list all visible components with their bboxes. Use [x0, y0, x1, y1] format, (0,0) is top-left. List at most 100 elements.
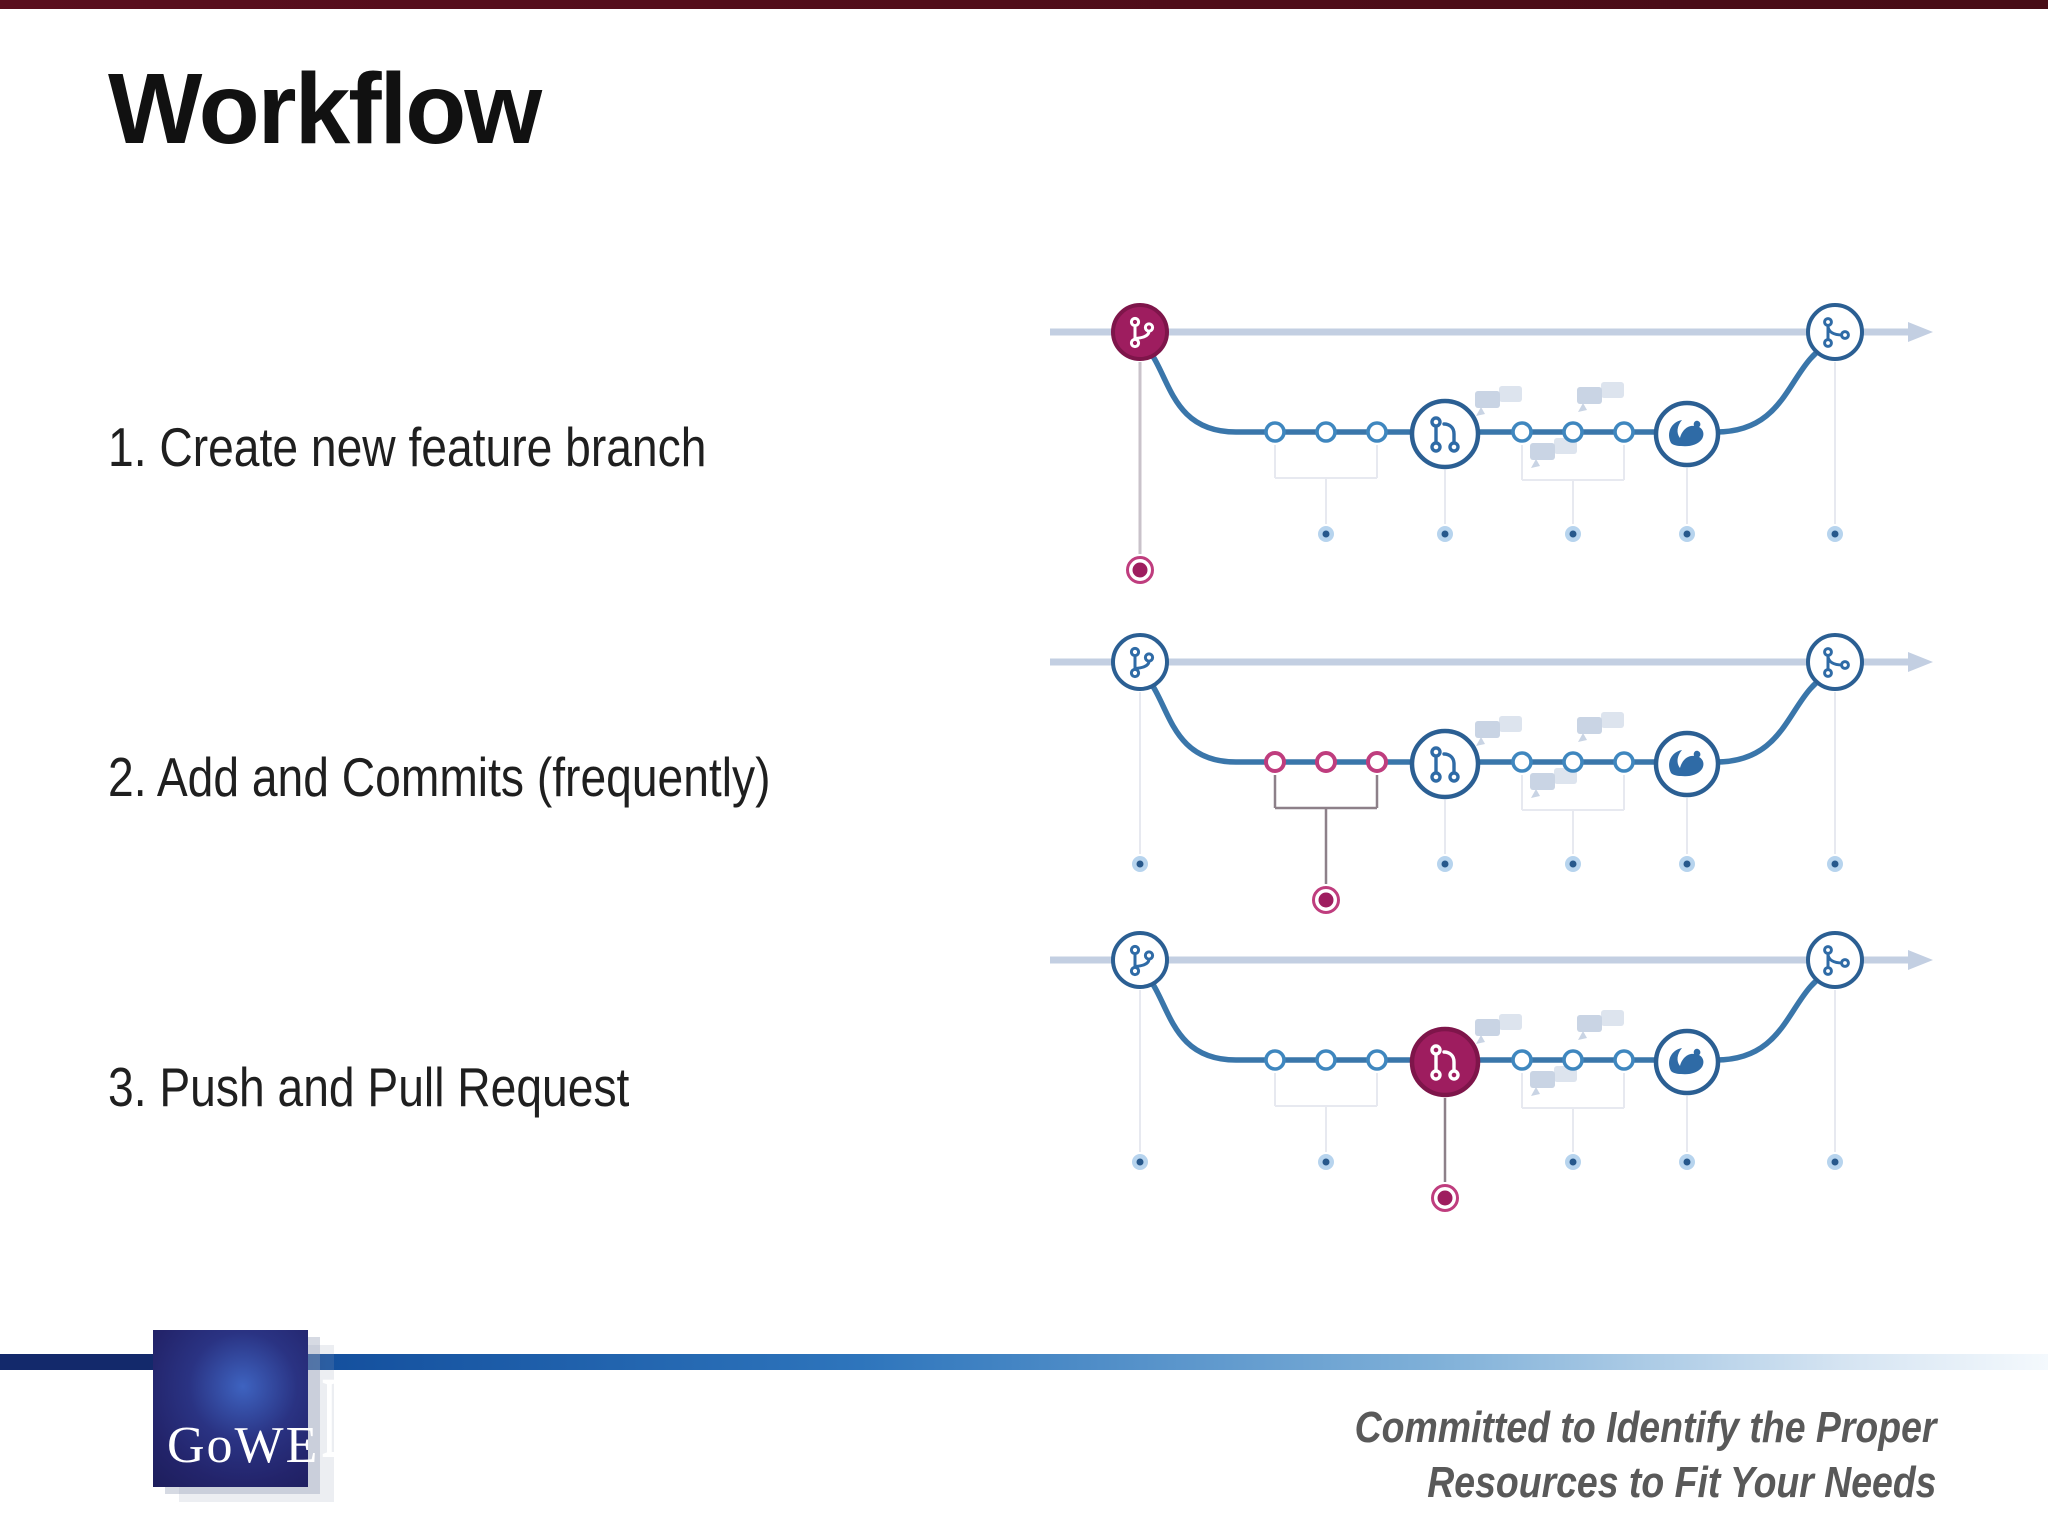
speech-bubbles-icon	[1577, 382, 1624, 412]
git-branch-icon	[1129, 646, 1155, 679]
commit-dot	[1613, 1049, 1635, 1071]
create-branch-node	[1111, 931, 1169, 989]
commit-dot	[1264, 1049, 1286, 1071]
stage-marker-dot	[1437, 526, 1453, 542]
commit-dot	[1511, 1049, 1533, 1071]
squirrel-icon	[1669, 420, 1704, 447]
top-accent-strip	[0, 0, 2048, 9]
git-merge-icon	[1823, 317, 1850, 348]
stage-marker-dot	[1565, 856, 1581, 872]
commits-group-bracket	[1274, 445, 1378, 524]
footer-tagline-line-2: Resources to Fit Your Needs	[1426, 1458, 1936, 1507]
commit-dot	[1315, 1049, 1337, 1071]
logo-text-main: GoWE	[167, 1417, 320, 1474]
stage-marker-dot	[1679, 856, 1695, 872]
create-branch-node	[1111, 633, 1169, 691]
commit-dot	[1562, 751, 1584, 773]
git-pull-request-icon	[1430, 416, 1460, 453]
footer-tagline: Committed to Identify the Proper Resourc…	[1354, 1400, 1936, 1510]
github-flow-graphic	[1050, 931, 1933, 1212]
commit-dot	[1562, 421, 1584, 443]
stage-marker-dot	[1827, 856, 1843, 872]
github-flow-graphic	[1050, 303, 1933, 584]
stage-marker-dot	[1679, 1154, 1695, 1170]
squirrel-icon	[1669, 1048, 1704, 1075]
discussion-group-bracket	[1521, 445, 1625, 524]
stage-marker-dot	[1827, 1154, 1843, 1170]
commits-group-bracket	[1274, 1073, 1378, 1152]
git-branch-icon	[1129, 316, 1155, 349]
git-pull-request-icon	[1430, 1044, 1460, 1081]
git-merge-icon	[1823, 647, 1850, 678]
speech-bubbles-icon	[1475, 716, 1522, 746]
pull-request-node	[1409, 1026, 1481, 1098]
git-merge-icon	[1823, 945, 1850, 976]
stage-marker-dot	[1132, 856, 1148, 872]
commit-dot	[1366, 1049, 1388, 1071]
github-flow-diagram-commits	[1040, 612, 1960, 942]
github-flow-graphic	[1050, 633, 1933, 914]
pull-request-node	[1409, 728, 1481, 800]
stage-marker-dot	[1827, 526, 1843, 542]
commit-dot	[1511, 751, 1533, 773]
feature-branch-line	[1140, 340, 1835, 435]
timeline-arrowhead	[1908, 652, 1933, 672]
commit-dot	[1315, 751, 1337, 773]
commit-dot	[1613, 751, 1635, 773]
commit-dot	[1511, 421, 1533, 443]
workflow-step-1: 1. Create new feature branch	[108, 416, 707, 478]
stage-marker-dot	[1318, 526, 1334, 542]
create-branch-node	[1111, 303, 1169, 361]
timeline-arrowhead	[1908, 322, 1933, 342]
highlighted-stage-marker	[1312, 886, 1340, 914]
footer-tagline-line-1: Committed to Identify the Proper	[1354, 1403, 1936, 1452]
git-pull-request-icon	[1430, 746, 1460, 783]
logo-text: GoWELL	[167, 1351, 385, 1483]
timeline-arrowhead	[1908, 950, 1933, 970]
speech-bubbles-icon	[1475, 386, 1522, 416]
git-branch-icon	[1129, 944, 1155, 977]
github-flow-diagram-pull-request	[1040, 910, 1960, 1240]
workflow-step-2: 2. Add and Commits (frequently)	[108, 746, 771, 808]
speech-bubbles-icon	[1530, 768, 1577, 798]
speech-bubbles-icon	[1577, 1010, 1624, 1040]
highlighted-stage-marker	[1126, 556, 1154, 584]
company-logo: GoWELL	[153, 1330, 383, 1487]
pull-request-node	[1409, 398, 1481, 470]
speech-bubbles-icon	[1530, 438, 1577, 468]
workflow-step-3: 3. Push and Pull Request	[108, 1056, 630, 1118]
commit-dot	[1264, 751, 1286, 773]
stage-marker-dot	[1565, 526, 1581, 542]
stage-marker-dot	[1318, 1154, 1334, 1170]
squirrel-icon	[1669, 750, 1704, 777]
merge-node	[1806, 303, 1864, 361]
discussion-group-bracket	[1521, 1073, 1625, 1152]
highlighted-stage-marker	[1431, 1184, 1459, 1212]
speech-bubbles-icon	[1577, 712, 1624, 742]
merge-node	[1806, 633, 1864, 691]
stage-marker-dot	[1437, 856, 1453, 872]
deploy-node	[1653, 730, 1721, 798]
feature-branch-line	[1140, 968, 1835, 1063]
merge-node	[1806, 931, 1864, 989]
stage-marker-dot	[1565, 1154, 1581, 1170]
commits-group-bracket	[1273, 775, 1379, 884]
speech-bubbles-icon	[1530, 1066, 1577, 1096]
feature-branch-line	[1140, 670, 1835, 765]
stage-marker-dot	[1132, 1154, 1148, 1170]
commit-dot	[1366, 751, 1388, 773]
discussion-group-bracket	[1521, 775, 1625, 854]
commit-dot	[1366, 421, 1388, 443]
deploy-node	[1653, 400, 1721, 468]
logo-text-tall: LL	[321, 1351, 385, 1483]
commit-dot	[1264, 421, 1286, 443]
stage-marker-dot	[1679, 526, 1695, 542]
slide-title: Workflow	[108, 53, 542, 165]
github-flow-diagram-branch	[1040, 282, 1960, 612]
commit-dot	[1613, 421, 1635, 443]
speech-bubbles-icon	[1475, 1014, 1522, 1044]
commit-dot	[1562, 1049, 1584, 1071]
deploy-node	[1653, 1028, 1721, 1096]
commit-dot	[1315, 421, 1337, 443]
